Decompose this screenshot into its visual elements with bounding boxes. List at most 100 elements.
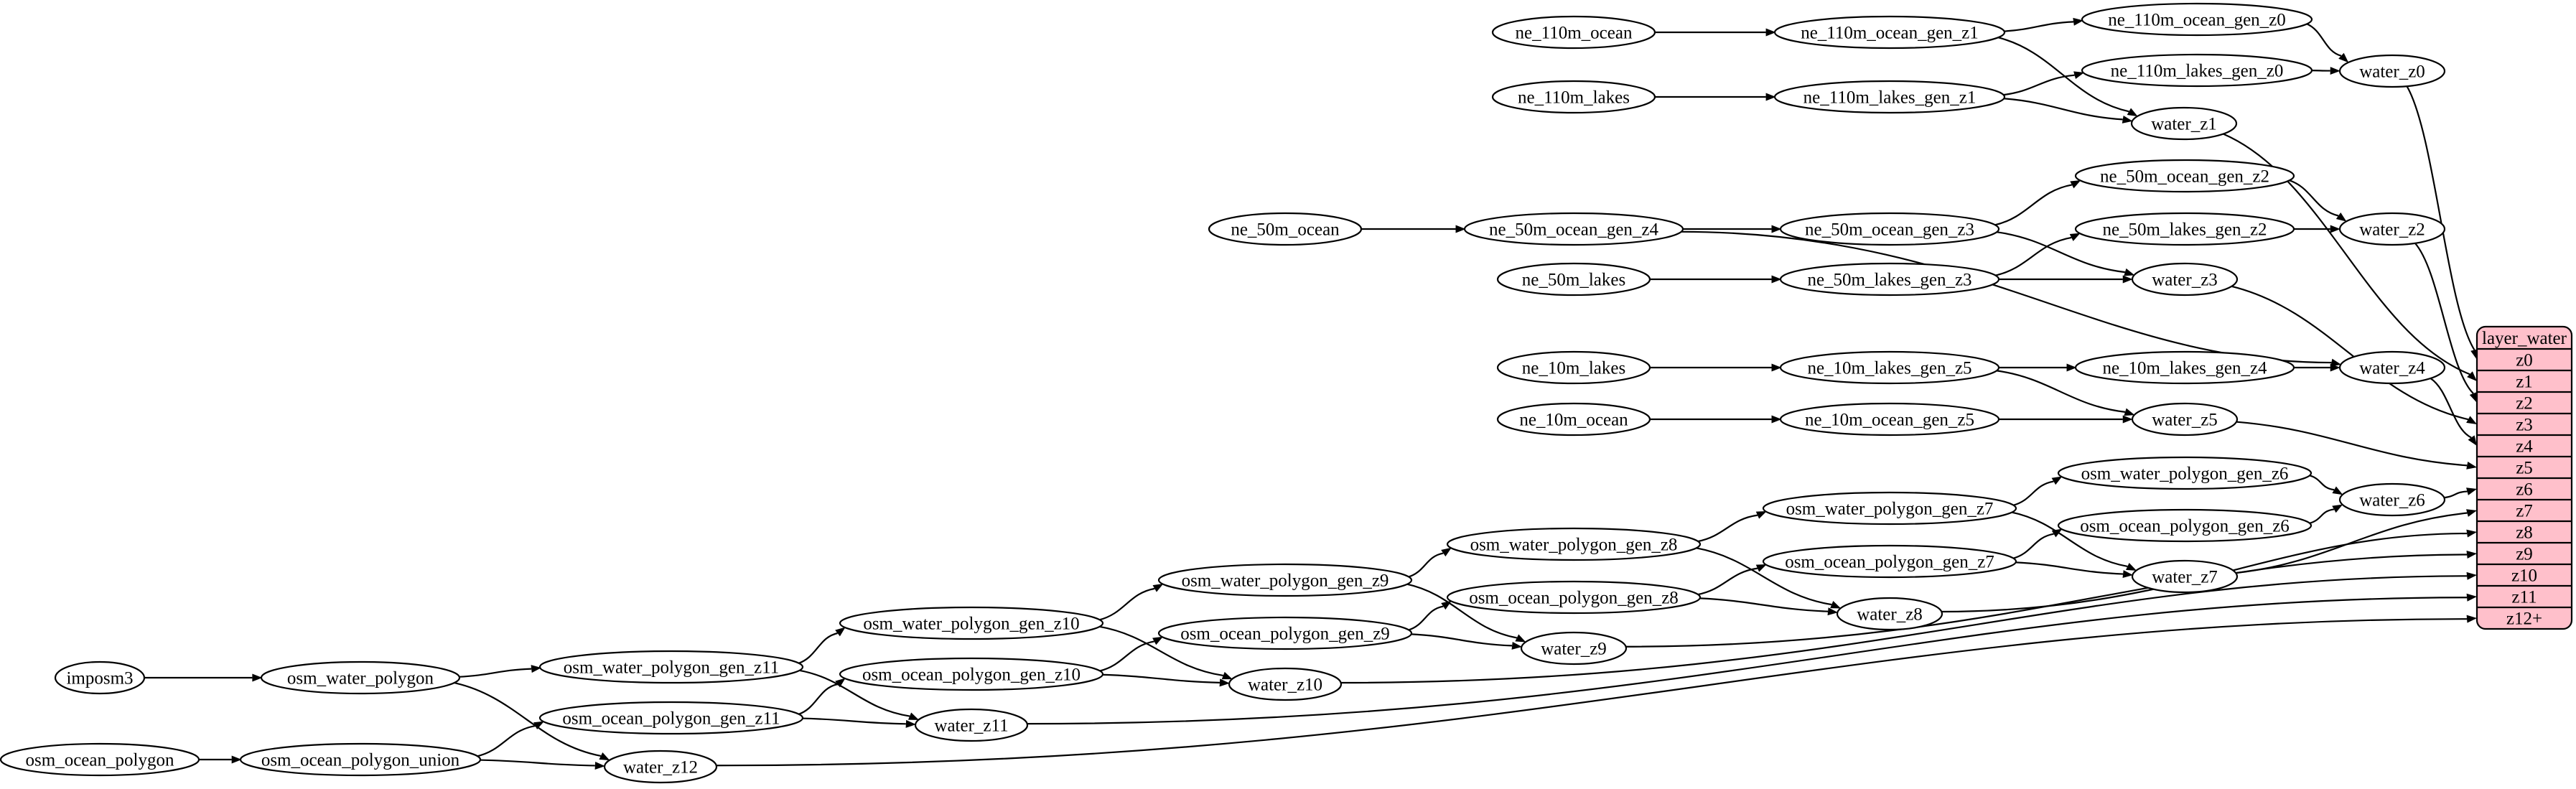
node-label: ne_50m_ocean_gen_z2 <box>2100 167 2269 187</box>
node-shape <box>2338 350 2446 385</box>
node-shape <box>1773 80 2006 114</box>
node-ne_110m_ocean_gen_z1[interactable]: ne_110m_ocean_gen_z1 <box>1773 15 2006 50</box>
node-osm_water_polygon_gen_z11[interactable]: osm_water_polygon_gen_z11 <box>538 650 804 684</box>
node-osm_ocean_polygon_gen_z6[interactable]: osm_ocean_polygon_gen_z6 <box>2057 508 2313 543</box>
node-ne_50m_lakes_gen_z3[interactable]: ne_50m_lakes_gen_z3 <box>1779 262 2000 297</box>
table-row-z11[interactable]: z11 <box>2511 588 2537 607</box>
node-osm_water_polygon_gen_z7[interactable]: osm_water_polygon_gen_z7 <box>1762 491 2017 526</box>
table-row-z5[interactable]: z5 <box>2516 459 2533 478</box>
node-water_z3[interactable]: water_z3 <box>2131 262 2239 297</box>
arrowhead <box>905 719 916 728</box>
node-shape <box>0 742 200 777</box>
node-ne_50m_lakes[interactable]: ne_50m_lakes <box>1496 262 1651 297</box>
arrowhead <box>252 673 263 682</box>
node-osm_ocean_polygon_union[interactable]: osm_ocean_polygon_union <box>239 742 482 777</box>
node-osm_ocean_polygon_gen_z7[interactable]: osm_ocean_polygon_gen_z7 <box>1762 544 2017 579</box>
node-water_z4[interactable]: water_z4 <box>2338 350 2446 385</box>
node-ne_50m_ocean_gen_z2[interactable]: ne_50m_ocean_gen_z2 <box>2074 159 2295 193</box>
edge-osm_ocean_polygon_gen_z10-to-osm_ocean_polygon_gen_z9 <box>1098 640 1154 672</box>
node-water_z0[interactable]: water_z0 <box>2338 54 2446 88</box>
node-ne_110m_lakes_gen_z0[interactable]: ne_110m_lakes_gen_z0 <box>2081 53 2313 88</box>
edge-water_z11-to-layer_water.z11 <box>1026 597 2468 725</box>
node-shape <box>2074 212 2295 246</box>
table-row-z3[interactable]: z3 <box>2516 416 2533 435</box>
nodes-layer: ne_110m_ocean ne_110m_ocean_gen_z1 ne_110m… <box>0 2 2446 784</box>
node-ne_50m_lakes_gen_z2[interactable]: ne_50m_lakes_gen_z2 <box>2074 212 2295 246</box>
node-shape <box>2057 456 2313 490</box>
edge-water_z5-to-layer_water.z5 <box>2236 421 2468 467</box>
node-water_z1[interactable]: water_z1 <box>2130 106 2238 141</box>
node-osm_water_polygon_gen_z8[interactable]: osm_water_polygon_gen_z8 <box>1446 527 1702 561</box>
node-shape <box>1157 616 1413 650</box>
node-osm_ocean_polygon_gen_z10[interactable]: osm_ocean_polygon_gen_z10 <box>839 657 1104 691</box>
node-osm_water_polygon[interactable]: osm_water_polygon <box>260 660 461 695</box>
table-row-z1[interactable]: z1 <box>2516 373 2533 392</box>
node-osm_ocean_polygon_gen_z11[interactable]: osm_ocean_polygon_gen_z11 <box>538 701 804 735</box>
table-row-z9[interactable]: z9 <box>2516 545 2533 564</box>
node-water_z6[interactable]: water_z6 <box>2338 482 2446 517</box>
node-shape <box>1773 15 2006 50</box>
node-shape <box>2130 106 2238 141</box>
node-shape <box>1762 491 2017 526</box>
node-ne_110m_ocean[interactable]: ne_110m_ocean <box>1491 15 1656 50</box>
arrowhead <box>2330 225 2341 233</box>
node-osm_water_polygon_gen_z10[interactable]: osm_water_polygon_gen_z10 <box>839 606 1104 640</box>
arrowhead <box>1755 511 1767 519</box>
node-ne_10m_ocean_gen_z5[interactable]: ne_10m_ocean_gen_z5 <box>1779 402 2000 436</box>
arrowhead <box>2466 461 2477 470</box>
node-water_z7[interactable]: water_z7 <box>2131 559 2239 594</box>
node-osm_water_polygon_gen_z6[interactable]: osm_water_polygon_gen_z6 <box>2057 456 2313 490</box>
node-water_z2[interactable]: water_z2 <box>2338 212 2446 246</box>
node-ne_50m_ocean[interactable]: ne_50m_ocean <box>1208 212 1363 246</box>
node-water_z8[interactable]: water_z8 <box>1836 597 1943 631</box>
node-ne_50m_ocean_gen_z4[interactable]: ne_50m_ocean_gen_z4 <box>1463 212 1684 246</box>
node-shape <box>1491 80 1656 114</box>
arrowhead <box>2051 528 2063 538</box>
node-ne_10m_lakes_gen_z4[interactable]: ne_10m_lakes_gen_z4 <box>2074 350 2295 385</box>
node-label: water_z4 <box>2359 359 2425 378</box>
node-ne_10m_lakes_gen_z5[interactable]: ne_10m_lakes_gen_z5 <box>1779 350 2000 385</box>
node-water_z5[interactable]: water_z5 <box>2131 402 2239 436</box>
node-ne_50m_ocean_gen_z3[interactable]: ne_50m_ocean_gen_z3 <box>1779 212 2000 246</box>
node-osm_ocean_polygon_gen_z9[interactable]: osm_ocean_polygon_gen_z9 <box>1157 616 1413 650</box>
node-osm_ocean_polygon[interactable]: osm_ocean_polygon <box>0 742 200 777</box>
node-water_z9[interactable]: water_z9 <box>1520 631 1628 666</box>
table-row-z2[interactable]: z2 <box>2516 394 2533 414</box>
arrowhead <box>2335 213 2347 222</box>
arrowhead <box>2466 571 2477 580</box>
arrowhead <box>907 712 919 720</box>
table-row-z4[interactable]: z4 <box>2516 437 2533 457</box>
node-imposm3[interactable]: imposm3 <box>54 660 146 695</box>
node-label: osm_water_polygon <box>287 669 434 688</box>
table-row-z7[interactable]: z7 <box>2516 502 2533 521</box>
node-water_z12[interactable]: water_z12 <box>603 750 718 784</box>
node-label: ne_50m_ocean_gen_z3 <box>1805 220 1974 240</box>
node-label: water_z0 <box>2359 62 2425 82</box>
node-label: osm_ocean_polygon_union <box>261 751 460 770</box>
table-row-z12+[interactable]: z12+ <box>2506 610 2542 629</box>
node-osm_ocean_polygon_gen_z8[interactable]: osm_ocean_polygon_gen_z8 <box>1446 580 1702 615</box>
node-label: osm_water_polygon_gen_z11 <box>564 658 779 678</box>
node-ne_110m_ocean_gen_z0[interactable]: ne_110m_ocean_gen_z0 <box>2081 2 2313 37</box>
node-ne_110m_lakes_gen_z1[interactable]: ne_110m_lakes_gen_z1 <box>1773 80 2006 114</box>
table-row-z8[interactable]: z8 <box>2516 523 2533 543</box>
node-label: osm_water_polygon_gen_z10 <box>863 615 1079 634</box>
table-row-z6[interactable]: z6 <box>2516 480 2533 500</box>
arrowhead <box>2466 416 2477 424</box>
table-row-z0[interactable]: z0 <box>2516 351 2533 370</box>
node-label: ne_50m_ocean <box>1231 220 1340 240</box>
node-shape <box>2081 2 2313 37</box>
node-shape <box>1762 544 2017 579</box>
edge-water_z10-to-layer_water.z10 <box>1340 575 2468 684</box>
node-water_z10[interactable]: water_z10 <box>1228 667 1343 701</box>
table-row-z10[interactable]: z10 <box>2511 566 2537 586</box>
node-ne_10m_lakes[interactable]: ne_10m_lakes <box>1496 350 1651 385</box>
node-ne_10m_ocean[interactable]: ne_10m_ocean <box>1496 402 1651 436</box>
node-label: osm_ocean_polygon <box>26 751 174 770</box>
node-water_z11[interactable]: water_z11 <box>914 708 1029 742</box>
node-ne_110m_lakes[interactable]: ne_110m_lakes <box>1491 80 1656 114</box>
edge-osm_ocean_polygon_union-to-osm_ocean_polygon_gen_z11 <box>476 725 536 757</box>
node-osm_water_polygon_gen_z9[interactable]: osm_water_polygon_gen_z9 <box>1157 563 1413 597</box>
node-label: ne_110m_lakes <box>1518 88 1630 108</box>
node-shape <box>1496 262 1651 297</box>
